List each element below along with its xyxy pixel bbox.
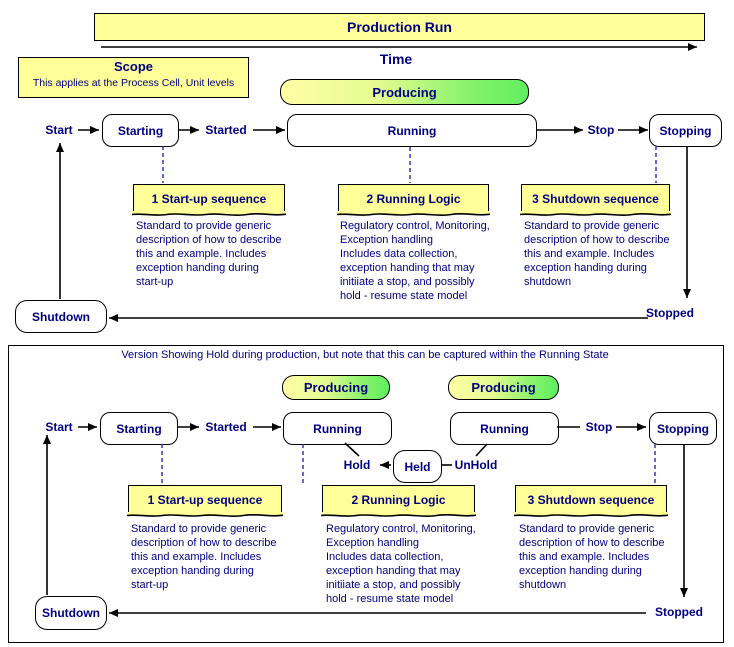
note-shutdown-top: 3 Shutdown sequence xyxy=(520,184,671,217)
producing-pill-top: Producing xyxy=(280,79,529,105)
state-label-stopped-top: Stopped xyxy=(646,306,694,320)
note-title: 3 Shutdown sequence xyxy=(532,192,659,206)
state-label-start-top: Start xyxy=(45,123,73,137)
state-box-running-right: Running xyxy=(450,412,559,445)
note-startup-top: 1 Start-up sequence xyxy=(132,184,286,217)
state-label-stop-top: Stop xyxy=(587,123,615,137)
time-axis-label: Time xyxy=(379,51,413,67)
note-title: 1 Start-up sequence xyxy=(147,493,263,507)
note-body-running-top: Regulatory control, Monitoring, Exceptio… xyxy=(340,220,490,302)
state-label-hold: Hold xyxy=(343,458,371,472)
note-body-startup-top: Standard to provide generic description … xyxy=(136,220,282,288)
state-box-running-top: Running xyxy=(287,114,537,147)
production-run-label: Production Run xyxy=(347,19,452,35)
state-box-starting-bottom: Starting xyxy=(100,412,178,445)
note-body-shutdown-bottom: Standard to provide generic description … xyxy=(519,523,665,591)
note-body-running-bottom: Regulatory control, Monitoring, Exceptio… xyxy=(326,523,476,605)
state-box-starting-top: Starting xyxy=(102,114,179,147)
torn-edge xyxy=(132,211,286,217)
production-run-banner: Production Run xyxy=(94,13,705,41)
note-title: 2 Running Logic xyxy=(366,192,461,206)
state-box-held: Held xyxy=(393,450,442,483)
panel-caption: Version Showing Hold during production, … xyxy=(121,349,609,361)
note-title: 3 Shutdown sequence xyxy=(527,493,655,507)
note-startup-bottom: 1 Start-up sequence xyxy=(127,485,283,518)
state-box-shutdown-top: Shutdown xyxy=(15,300,107,333)
producing-pill-left: Producing xyxy=(282,375,390,400)
torn-edge xyxy=(337,211,490,217)
state-label-started-top: Started xyxy=(205,123,247,137)
note-body-shutdown-top: Standard to provide generic description … xyxy=(524,220,670,288)
note-running-top: 2 Running Logic xyxy=(337,184,490,217)
state-box-shutdown-bottom: Shutdown xyxy=(35,596,107,630)
state-label-started-bottom: Started xyxy=(205,420,247,434)
torn-edge xyxy=(520,211,671,217)
scope-note: Scope This applies at the Process Cell, … xyxy=(18,57,249,98)
state-box-stopping-top: Stopping xyxy=(649,114,722,147)
note-running-bottom: 2 Running Logic xyxy=(321,485,476,518)
state-box-stopping-bottom: Stopping xyxy=(649,412,717,445)
torn-edge xyxy=(321,512,476,518)
torn-edge xyxy=(514,512,668,518)
note-shutdown-bottom: 3 Shutdown sequence xyxy=(514,485,668,518)
note-title: 2 Running Logic xyxy=(351,493,446,507)
top-note-links xyxy=(162,146,657,183)
state-label-start-bottom: Start xyxy=(45,420,73,434)
state-label-unhold: UnHold xyxy=(454,458,498,472)
scope-title: Scope xyxy=(113,59,153,74)
state-label-stop-bottom: Stop xyxy=(585,420,613,434)
producing-pill-right: Producing xyxy=(448,375,559,400)
state-box-running-left: Running xyxy=(283,412,392,445)
torn-edge xyxy=(127,512,283,518)
note-title: 1 Start-up sequence xyxy=(151,192,267,206)
state-label-stopped-bottom: Stopped xyxy=(655,605,703,619)
note-body-startup-bottom: Standard to provide generic description … xyxy=(131,523,277,591)
scope-body: This applies at the Process Cell, Unit l… xyxy=(32,77,235,89)
